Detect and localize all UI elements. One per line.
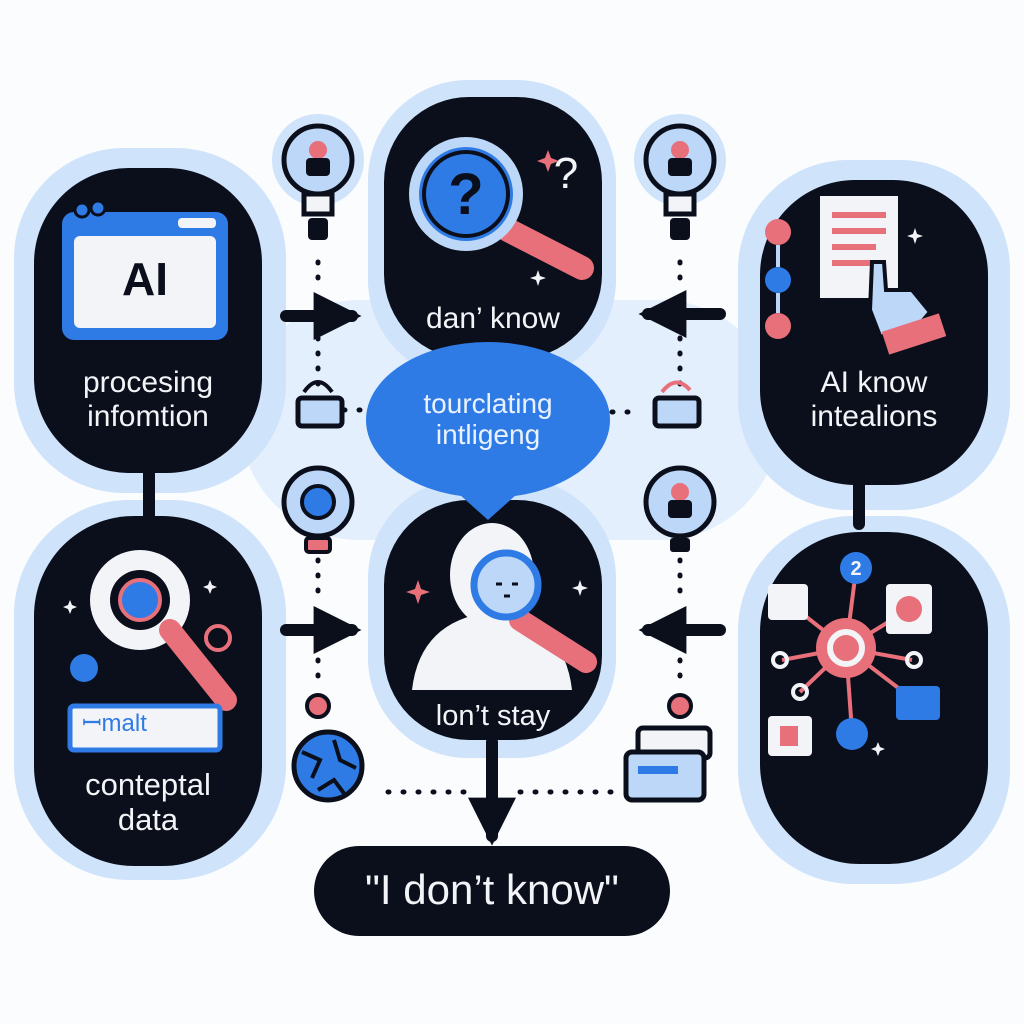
person-search-icon [406, 523, 597, 690]
browser-window-icon [62, 199, 228, 340]
network-icon: 2 [768, 552, 940, 756]
label-line: intligeng [435, 419, 541, 451]
browser-window-ai-text: AI [122, 253, 168, 305]
svg-text:2: 2 [850, 558, 861, 580]
label-line: intealions [810, 399, 938, 433]
lightbulb-icon [281, 465, 355, 554]
svg-text:?: ? [554, 149, 578, 198]
label-line: lon’t stay [435, 700, 551, 732]
label-line: AI know [820, 366, 928, 399]
magnifier-question-icon: ? ? [409, 137, 594, 286]
card-conteptal-label: conteptal data [40, 767, 256, 837]
stack-icon [623, 725, 713, 803]
lightbulb-icon [634, 114, 726, 240]
svg-text:?: ? [448, 162, 483, 227]
center-bubble [366, 342, 610, 520]
gear-icon [90, 550, 190, 650]
label-line: data [117, 801, 179, 837]
label-line: infomtion [87, 399, 209, 433]
magnifier-icon [70, 619, 237, 711]
lightbulb-icon [643, 465, 717, 552]
result-pill-label: "I don’t know" [365, 866, 619, 913]
connector-box-icon [295, 380, 702, 429]
tag-box [67, 703, 223, 753]
card-ai-know [760, 180, 988, 485]
document-icon [765, 196, 898, 339]
label-line: tourclating [423, 388, 553, 419]
center-bubble-label: tourclating intligeng [376, 388, 600, 451]
card-ai-know-label: AI know intealions [766, 366, 982, 433]
label-line: conteptal [85, 767, 211, 802]
result-pill-shape [314, 846, 670, 936]
card-dont-know-label: dan’ know [392, 302, 594, 336]
pin-icon [305, 693, 693, 719]
tag-text: ꟷmalt [82, 710, 147, 737]
label-line: dan’ know [426, 302, 560, 335]
arrows [280, 290, 726, 846]
lightbulb-icon [272, 114, 364, 240]
label-line: procesing [82, 366, 214, 399]
globe-icon [291, 729, 365, 803]
card-lont-stay-label: lon’t stay [392, 700, 594, 732]
pointing-hand-icon [867, 260, 947, 355]
card-processing-label: procesing infomtion [40, 366, 256, 433]
sparkle-icon [63, 228, 923, 756]
